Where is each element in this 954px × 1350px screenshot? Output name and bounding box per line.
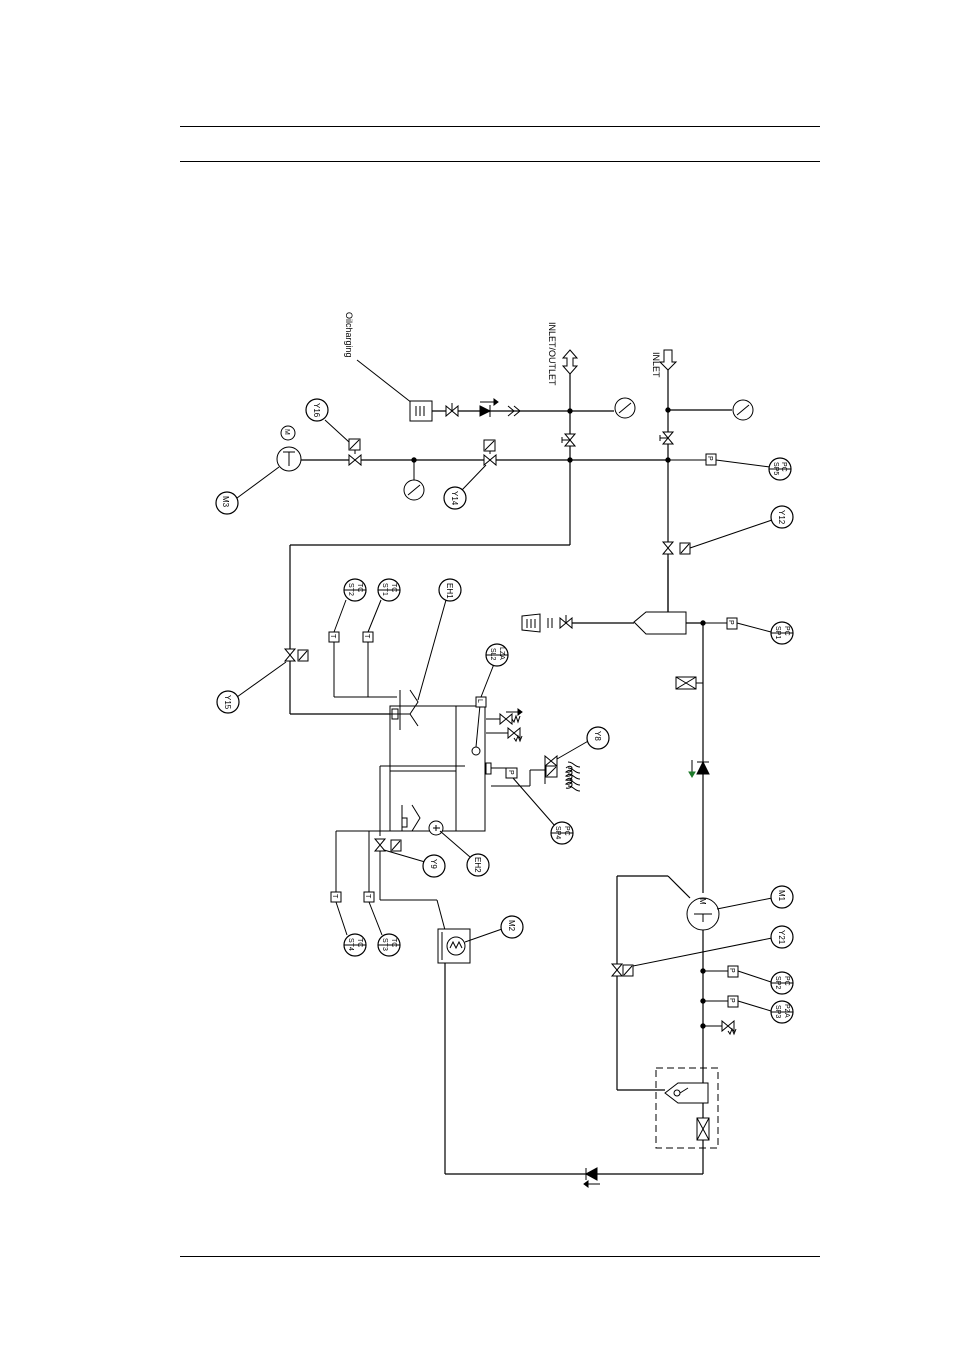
- svg-text:P: P: [728, 968, 735, 973]
- svg-text:T: T: [363, 634, 370, 639]
- Y15-group: Y15: [217, 649, 308, 713]
- svg-text:Y21: Y21: [777, 930, 786, 945]
- pressure-gauge-icon: [615, 398, 635, 418]
- bidirectional-arrow-icon: [563, 350, 577, 374]
- svg-text:ST4: ST4: [347, 938, 354, 951]
- oil-charging-label: Oilcharging: [344, 312, 354, 358]
- SP1-instrument: PC SP1: [771, 622, 793, 644]
- svg-text:PZA: PZA: [783, 1004, 790, 1018]
- EH1-tag: EH1: [418, 579, 461, 700]
- inlet-valve-icon[interactable]: [660, 432, 673, 444]
- svg-text:P: P: [727, 620, 734, 625]
- svg-text:ST1: ST1: [381, 583, 388, 596]
- svg-text:P: P: [507, 770, 514, 775]
- svg-text:SP2: SP2: [774, 976, 781, 989]
- Y14-valve-icon[interactable]: [484, 455, 496, 465]
- Y8-valve-icon[interactable]: [545, 756, 557, 766]
- svg-text:T: T: [364, 894, 371, 899]
- SP3-instrument: PZA SP3: [771, 1001, 793, 1023]
- Y12-valve-icon[interactable]: [663, 542, 673, 554]
- safety-valves: [486, 709, 522, 741]
- svg-text:TC: TC: [356, 583, 363, 592]
- M3-vacuum-pump: M: [277, 426, 301, 471]
- svg-text:Y9: Y9: [429, 859, 438, 869]
- svg-text:PC: PC: [783, 626, 790, 636]
- svg-text:SP3: SP3: [774, 1005, 781, 1018]
- svg-text:PC: PC: [780, 462, 787, 472]
- Y21-valve-icon[interactable]: [612, 964, 622, 976]
- svg-text:L: L: [476, 699, 483, 703]
- SP5-instrument: PC SP5: [769, 458, 791, 480]
- inlet-branch: INLET P PC SP5 Y12: [651, 350, 793, 622]
- svg-text:EH2: EH2: [473, 857, 482, 873]
- ST-top-sensors: T T TC ST2 TC ST1: [329, 579, 400, 697]
- inlet-outlet-valve-icon[interactable]: [562, 434, 575, 446]
- separator-vessel-icon: [634, 612, 686, 634]
- M1-compressor: M: [687, 898, 719, 930]
- svg-text:M: M: [698, 898, 707, 905]
- drain-valve-icon[interactable]: [560, 615, 572, 628]
- oil-charging-port: [410, 401, 432, 421]
- svg-text:EH1: EH1: [445, 583, 454, 599]
- inlet-arrow-icon: [660, 350, 676, 370]
- oil-separator-icon: [665, 1083, 708, 1103]
- svg-text:SP4: SP4: [554, 826, 561, 839]
- vacuum-pump-section: M M3 Y16 Y14: [216, 399, 496, 514]
- svg-text:TC: TC: [356, 938, 363, 947]
- oil-charging-branch: Oilcharging: [344, 312, 570, 421]
- svg-text:SL2: SL2: [489, 648, 496, 661]
- EH1-heater-icon: [410, 690, 418, 726]
- recovery-vessel: L LZA SL2: [380, 644, 508, 836]
- svg-text:T: T: [331, 894, 338, 899]
- SL2-instrument: LZA SL2: [486, 644, 508, 666]
- compressor-loop: P PC SP1 M M1: [522, 560, 793, 1174]
- check-valve-discharge-icon: [697, 762, 709, 774]
- svg-text:P: P: [706, 456, 713, 461]
- svg-text:T: T: [329, 634, 336, 639]
- Y15-valve-icon[interactable]: [285, 649, 295, 661]
- EH2-heater-icon: [412, 805, 420, 831]
- coil-icon: [566, 766, 572, 788]
- svg-text:Y8: Y8: [593, 731, 602, 741]
- Y14-tag: Y14: [444, 487, 466, 509]
- svg-text:PC: PC: [563, 826, 570, 836]
- svg-text:Y14: Y14: [450, 491, 459, 506]
- svg-text:TC: TC: [390, 938, 397, 947]
- SP4-Y8-section: P Y8 PC SP4: [491, 727, 609, 844]
- svg-text:Y15: Y15: [223, 695, 232, 710]
- M3-tag: M3: [216, 492, 238, 514]
- Y16-valve-icon[interactable]: [349, 455, 361, 465]
- svg-text:TC: TC: [390, 583, 397, 592]
- svg-text:ST3: ST3: [381, 938, 388, 951]
- svg-text:M: M: [283, 429, 290, 435]
- inlet-label: INLET: [651, 352, 661, 378]
- svg-text:M1: M1: [777, 890, 786, 902]
- M2-condenser: M2: [438, 916, 703, 1187]
- svg-text:PC: PC: [783, 976, 790, 986]
- svg-text:LZA: LZA: [498, 647, 505, 660]
- inlet-outlet-label: INLET/OUTLET: [547, 322, 557, 386]
- inlet-outlet-branch: INLET/OUTLET: [290, 322, 635, 714]
- check-valve-icon: [480, 406, 490, 416]
- svg-text:Y16: Y16: [312, 403, 321, 418]
- oil-charging-valve-icon[interactable]: [446, 403, 458, 416]
- check-valve-bottom-icon: [586, 1168, 597, 1180]
- svg-text:Y12: Y12: [777, 510, 786, 525]
- svg-text:P: P: [728, 998, 735, 1003]
- svg-text:M2: M2: [507, 920, 516, 932]
- Y16-tag: Y16: [306, 399, 328, 421]
- vacuum-gauge-icon: [404, 480, 424, 500]
- SP2-instrument: PC SP2: [771, 972, 793, 994]
- Y12-tag: Y12: [771, 506, 793, 528]
- svg-text:ST2: ST2: [347, 583, 354, 596]
- svg-text:SP5: SP5: [772, 462, 779, 475]
- Y9-valve-icon[interactable]: [375, 839, 385, 851]
- inlet-pressure-gauge-icon: [733, 400, 753, 420]
- svg-text:SP1: SP1: [774, 626, 781, 639]
- svg-text:M3: M3: [221, 496, 230, 508]
